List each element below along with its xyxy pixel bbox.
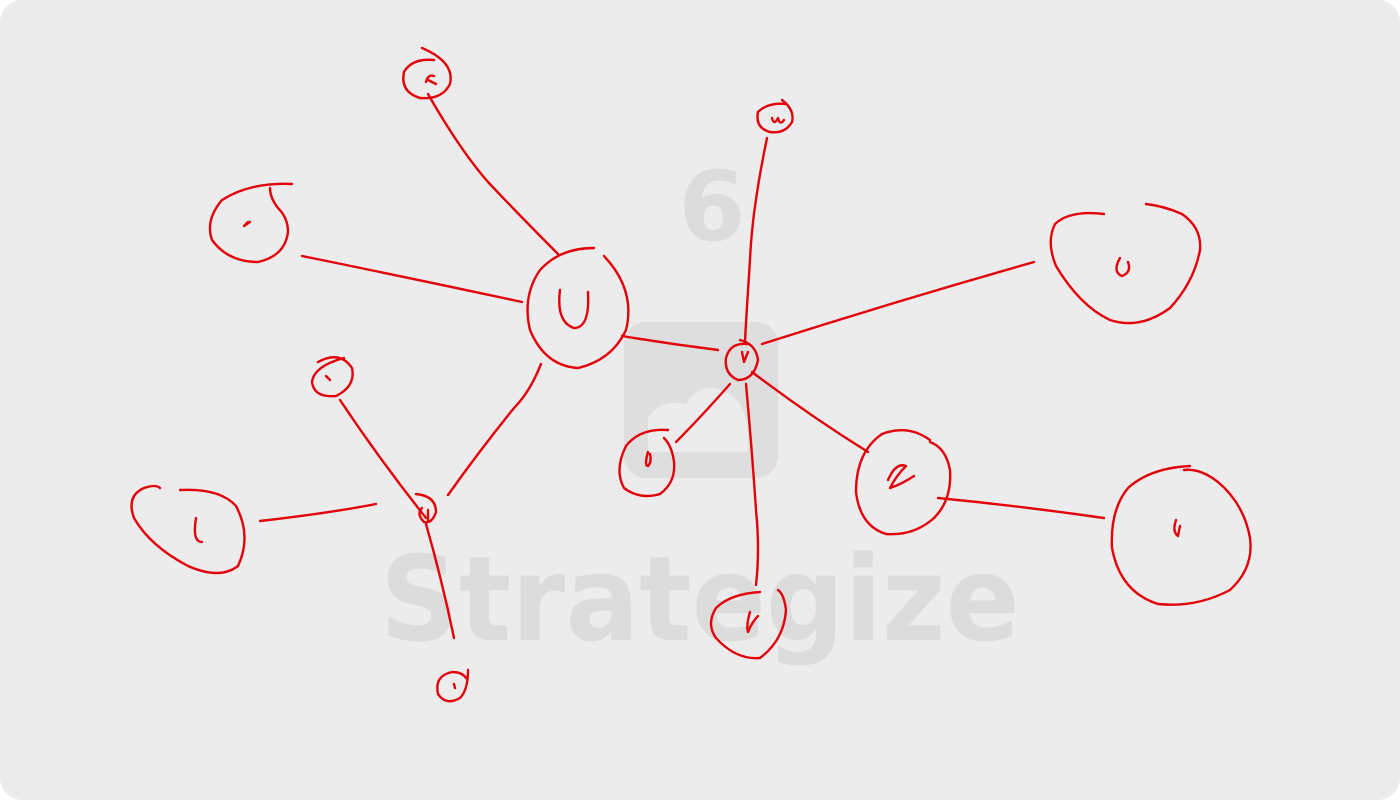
node-top-center bbox=[756, 98, 794, 134]
edge bbox=[674, 382, 732, 444]
node-mid-left-small bbox=[310, 356, 354, 398]
node-right-top bbox=[1049, 202, 1202, 325]
node-bottom-left bbox=[436, 668, 470, 703]
edge bbox=[424, 522, 456, 640]
node-hub-left bbox=[526, 246, 630, 370]
edge bbox=[620, 334, 720, 352]
edge bbox=[338, 398, 428, 520]
node-right-bottom bbox=[1110, 464, 1252, 606]
edge bbox=[446, 362, 543, 497]
edge bbox=[744, 382, 760, 587]
edge bbox=[936, 496, 1106, 520]
edge bbox=[760, 260, 1036, 346]
node-left bbox=[208, 182, 294, 264]
edge bbox=[750, 370, 870, 454]
network-sketch bbox=[130, 46, 1252, 703]
node-top-left bbox=[402, 46, 452, 100]
node-far-left bbox=[130, 484, 246, 575]
edge bbox=[258, 502, 378, 523]
edge bbox=[426, 92, 560, 256]
watermark-wordmark: Strategize bbox=[380, 530, 1020, 668]
node-center-left-small bbox=[618, 428, 676, 498]
watermark-number: 6 bbox=[679, 151, 746, 263]
node-hub-lower-left bbox=[414, 492, 438, 524]
edge bbox=[300, 254, 524, 304]
edge bbox=[743, 136, 769, 344]
node-hub-center bbox=[724, 338, 760, 382]
node-bottom-center bbox=[709, 588, 788, 660]
watermark: 6 Strategize bbox=[380, 151, 1020, 668]
node-right-mid bbox=[854, 428, 952, 536]
